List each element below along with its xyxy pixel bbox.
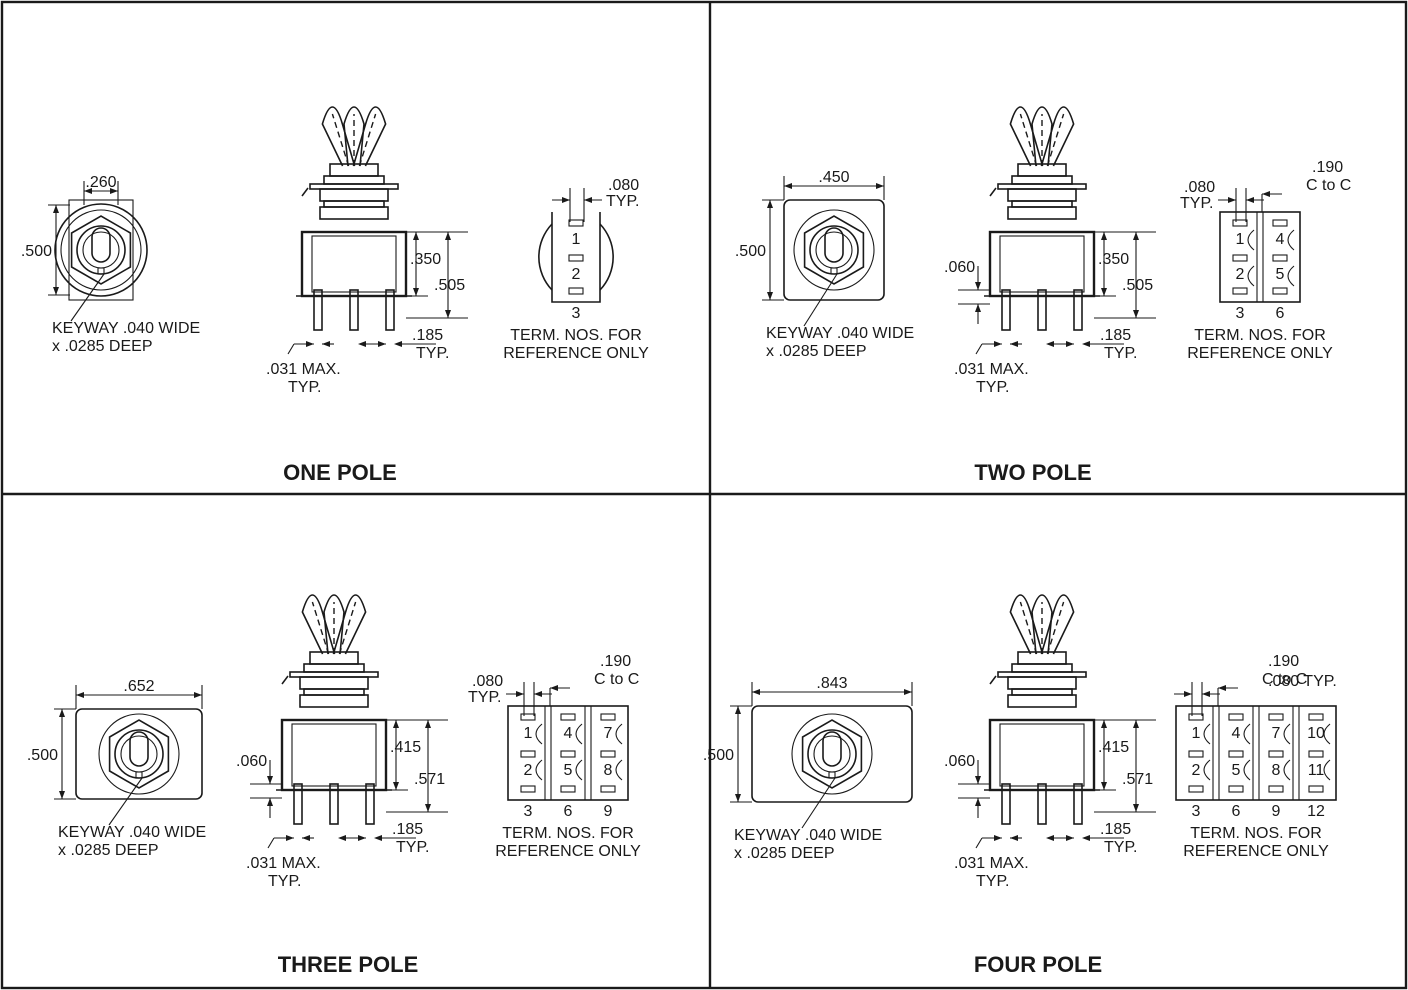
- panel-grid: [0, 0, 1408, 990]
